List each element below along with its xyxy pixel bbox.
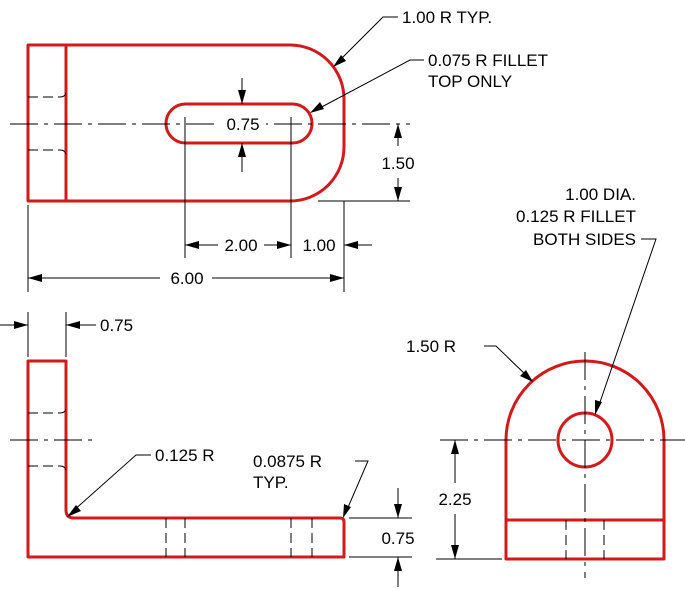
top-view: 0.75 1.50 2.00 1.00 — [10, 8, 548, 292]
slot-center-marks — [184, 117, 292, 131]
wall-thickness-dimension — [0, 312, 96, 357]
fillet-label-line1: 0.075 R FILLET — [428, 51, 548, 70]
slot-offset-dimension — [318, 124, 410, 202]
slot-position-dimensions — [184, 131, 372, 258]
hole-label-line3: BOTH SIDES — [533, 230, 636, 249]
base-thickness-label: 0.75 — [381, 529, 414, 548]
hole-label-line2: 0.125 R FILLET — [516, 207, 636, 226]
slot-length-label: 2.00 — [224, 236, 257, 255]
outer-radius-label-line2: TYP. — [253, 473, 289, 492]
side-height-label: 2.25 — [438, 490, 471, 509]
side-radius-leader — [484, 345, 533, 382]
wall-thickness-label: 0.75 — [100, 316, 133, 335]
inner-bend-leader — [67, 454, 151, 517]
slot-end-label: 1.00 — [302, 236, 335, 255]
side-height-dimension — [436, 440, 502, 560]
top-view-outline — [26, 43, 346, 203]
top-radius-leader — [333, 16, 398, 67]
hole-label-line1: 1.00 DIA. — [565, 185, 636, 204]
top-radius-label: 1.00 R TYP. — [402, 8, 492, 27]
overall-length-dimension — [27, 201, 345, 292]
front-view-outline — [26, 359, 346, 559]
outer-radius-leader — [343, 460, 369, 518]
side-view: 1.50 R 1.00 DIA. 0.125 R FILLET BOTH SID… — [406, 185, 685, 578]
slot-offset-label: 1.50 — [381, 154, 414, 173]
slot-width-dimension — [238, 78, 246, 172]
fillet-leader — [310, 59, 424, 113]
side-view-hidden-lines — [565, 520, 605, 559]
side-radius-label: 1.50 R — [406, 337, 456, 356]
fillet-label-line2: TOP ONLY — [428, 72, 512, 91]
outer-radius-label-line1: 0.0875 R — [253, 452, 322, 471]
hole-leader — [595, 238, 657, 415]
side-view-outline — [504, 359, 666, 561]
front-view: 0.75 0.125 R 0.0875 R TYP. 0.75 — [0, 312, 415, 587]
front-view-hidden-lines — [28, 406, 313, 557]
overall-length-label: 6.00 — [170, 269, 203, 288]
base-thickness-dimension — [349, 488, 412, 587]
slot-width-label: 0.75 — [226, 115, 259, 134]
top-view-hidden-lines — [28, 90, 67, 157]
slot-width-label-bg — [220, 112, 266, 134]
inner-bend-label: 0.125 R — [155, 446, 215, 465]
